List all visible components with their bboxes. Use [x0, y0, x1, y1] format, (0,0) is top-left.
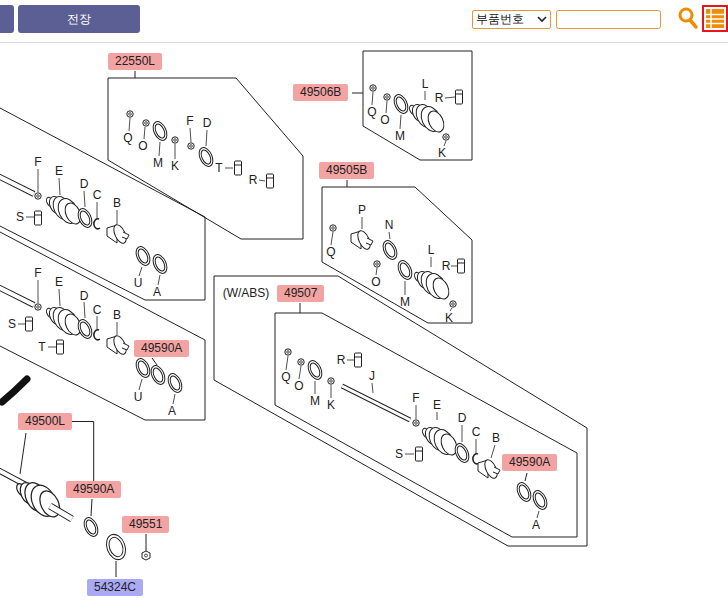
callout-box: 49590A: [134, 340, 189, 357]
part-letter: Q: [326, 246, 335, 259]
node-text: 49506B: [300, 85, 341, 99]
node-text: 전장: [67, 11, 91, 28]
part-letter: Q: [367, 106, 376, 119]
part-letter: S: [8, 318, 16, 331]
callout-box: 49505B: [319, 162, 374, 179]
node-text: 49590A: [509, 455, 550, 469]
part-letter: E: [55, 165, 63, 178]
part-letter: M: [395, 130, 405, 143]
part-letter: T: [215, 162, 222, 175]
part-letter: D: [80, 178, 89, 191]
part-letter: K: [327, 399, 335, 412]
part-letter: K: [445, 312, 453, 325]
callout-box: 49506B: [293, 84, 348, 101]
part-letter: L: [422, 78, 429, 91]
part-letter: M: [310, 395, 320, 408]
part-letter: D: [203, 117, 212, 130]
node-text: 22550L: [115, 54, 155, 68]
part-letter: J: [369, 370, 375, 383]
callout-box: 49500L: [18, 413, 72, 430]
node-text: 부품번호: [476, 12, 524, 26]
callout-box: 49590A: [502, 454, 557, 471]
part-letter: L: [428, 244, 435, 257]
part-letter: Q: [281, 371, 290, 384]
part-letter: M: [400, 296, 410, 309]
part-letter: K: [171, 160, 179, 173]
part-letter: Q: [123, 132, 132, 145]
node-text: 49590A: [141, 341, 182, 355]
node-text: 49500L: [25, 414, 65, 428]
part-letter: M: [153, 157, 163, 170]
tab-button: 전장: [18, 5, 140, 33]
node-text: 49551: [129, 517, 162, 531]
part-letter: R: [337, 354, 346, 367]
part-letter: K: [438, 147, 446, 160]
part-letter: S: [395, 448, 403, 461]
select-box: 부품번호: [472, 10, 551, 29]
part-letter: D: [80, 290, 89, 303]
callout-box: 54324C: [87, 579, 143, 596]
part-letter: O: [380, 114, 389, 127]
part-letter: R: [442, 260, 451, 273]
part-letter: O: [294, 380, 303, 393]
callout-box: 49590A: [66, 481, 121, 498]
part-letter: F: [186, 115, 193, 128]
node-text: 49590A: [73, 482, 114, 496]
part-letter: A: [168, 405, 176, 418]
part-letter: U: [134, 277, 143, 290]
part-letter: P: [358, 204, 366, 217]
leader-connector: [72, 422, 94, 482]
part-letter: B: [492, 432, 500, 445]
part-letter: C: [472, 426, 481, 439]
node-text: 49505B: [326, 163, 367, 177]
callout-box: 49507: [277, 285, 324, 302]
part-letter: T: [38, 341, 45, 354]
part-letter: F: [34, 267, 41, 280]
part-letter: R: [435, 92, 444, 105]
part-letter: U: [134, 391, 143, 404]
part-letter: B: [113, 197, 121, 210]
part-letter: D: [458, 412, 467, 425]
part-letter: S: [16, 211, 24, 224]
part-letter: F: [34, 156, 41, 169]
part-letter: O: [138, 140, 147, 153]
part-letter: B: [113, 309, 121, 322]
part-letter: C: [93, 189, 102, 202]
part-letter: E: [55, 276, 63, 289]
callout-box: 49551: [122, 516, 169, 533]
variant-note: (W/ABS): [223, 287, 270, 300]
part-letter: C: [93, 304, 102, 317]
node-text: 49507: [284, 286, 317, 300]
part-letter: O: [371, 276, 380, 289]
part-letter: F: [412, 392, 419, 405]
part-letter: R: [249, 174, 258, 187]
part-letter: E: [433, 399, 441, 412]
node-text: 54324C: [94, 580, 136, 594]
part-letter: A: [153, 286, 161, 299]
callout-box: 22550L: [108, 53, 162, 70]
part-letter: N: [385, 219, 394, 232]
part-letter: A: [532, 519, 540, 532]
